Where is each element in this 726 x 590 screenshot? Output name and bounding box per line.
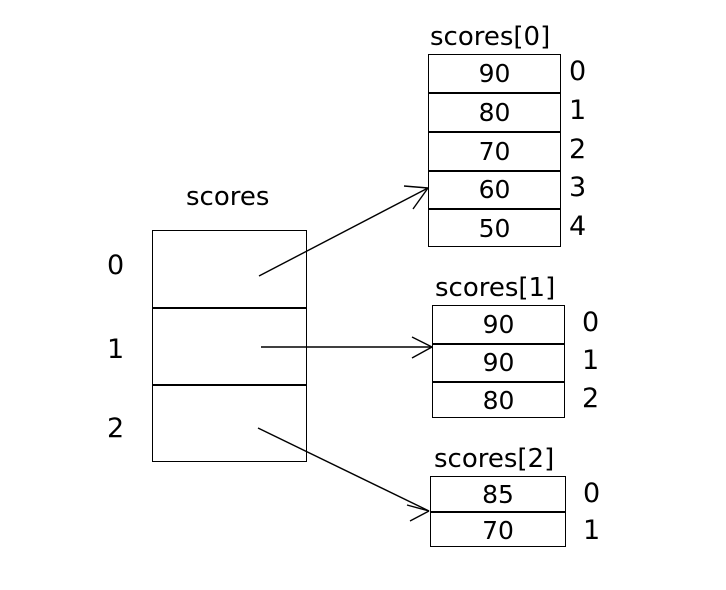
array-2-label: scores[2] bbox=[434, 444, 555, 474]
array-2-cell-1: 70 bbox=[482, 516, 514, 545]
pointer-arrow-0 bbox=[258, 185, 429, 277]
parent-array-divider-1 bbox=[152, 384, 307, 386]
array-0-divider-3 bbox=[428, 208, 561, 210]
array-0-cell-0: 90 bbox=[478, 59, 511, 88]
array-0-index-1: 1 bbox=[569, 95, 587, 126]
array-1-index-2: 2 bbox=[582, 383, 600, 414]
array-0-cell-1: 80 bbox=[478, 98, 511, 127]
pointer-arrow-1 bbox=[261, 336, 433, 359]
array-1-index-0: 0 bbox=[582, 307, 600, 338]
array-1-index-1: 1 bbox=[582, 345, 600, 376]
array-0-divider-0 bbox=[428, 92, 561, 94]
array-0-index-0: 0 bbox=[569, 56, 587, 87]
array-1-cell-2: 80 bbox=[482, 386, 515, 415]
parent-array-divider-0 bbox=[152, 307, 307, 309]
array-1-divider-0 bbox=[432, 343, 565, 345]
pointer-arrow-2 bbox=[257, 427, 430, 522]
array-1-box bbox=[432, 305, 565, 418]
array-2-index-0: 0 bbox=[583, 478, 601, 509]
array-2-index-1: 1 bbox=[583, 515, 601, 546]
parent-index-1: 1 bbox=[107, 334, 125, 365]
parent-index-2: 2 bbox=[107, 413, 125, 444]
parent-array-label: scores bbox=[186, 182, 270, 212]
array-0-index-3: 3 bbox=[569, 172, 587, 203]
parent-index-0: 0 bbox=[107, 250, 125, 281]
array-0-cell-4: 50 bbox=[478, 214, 511, 243]
array-0-cell-2: 70 bbox=[478, 137, 511, 166]
array-2-divider-0 bbox=[430, 511, 566, 513]
array-2-cell-0: 85 bbox=[482, 480, 514, 509]
array-0-index-2: 2 bbox=[569, 134, 587, 165]
parent-array-box bbox=[152, 230, 307, 462]
array-1-cell-0: 90 bbox=[482, 310, 515, 339]
array-1-cell-1: 90 bbox=[482, 348, 515, 377]
array-0-divider-1 bbox=[428, 131, 561, 133]
array-0-box bbox=[428, 54, 561, 247]
array-0-label: scores[0] bbox=[430, 22, 551, 52]
array-1-divider-1 bbox=[432, 381, 565, 383]
array-1-label: scores[1] bbox=[435, 273, 556, 303]
array-0-cell-3: 60 bbox=[478, 175, 511, 204]
array-0-divider-2 bbox=[428, 170, 561, 172]
array-0-index-4: 4 bbox=[569, 211, 587, 242]
